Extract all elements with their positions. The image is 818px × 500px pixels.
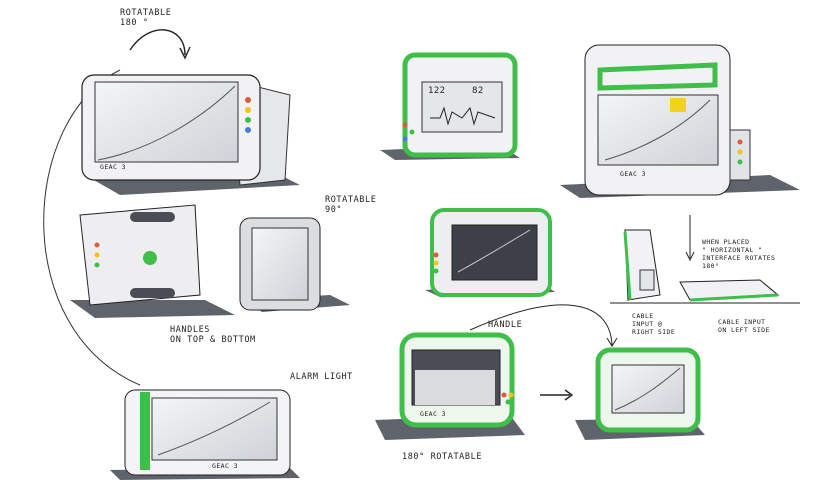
rotation-arrow	[129, 29, 186, 56]
monitor-sketch-3	[239, 217, 350, 312]
note-alarm-light: ALARM LIGHT	[290, 372, 353, 382]
note-rotatable-180-bottom: 180° ROTATABLE	[402, 452, 483, 462]
readout-right-value: 82	[472, 86, 484, 96]
brand-mark-3: GEAC 3	[620, 170, 646, 178]
note-cable-right: CABLE INPUT @ RIGHT SIDE	[632, 312, 676, 336]
monitor-sketch-8	[375, 332, 525, 440]
handle-arrow	[469, 304, 613, 346]
note-cable-left: CABLE INPUT ON LEFT SIDE	[718, 318, 770, 334]
note-rotatable-180: ROTATABLE 180 °	[120, 8, 172, 28]
readout-left-value: 122	[428, 86, 446, 96]
monitor-sketch-9	[575, 347, 705, 440]
monitor-sketch-7	[425, 208, 555, 297]
note-handles: HANDLES ON TOP & BOTTOM	[170, 325, 256, 345]
monitor-sketch-6	[560, 44, 800, 198]
brand-mark-2: GEAC 3	[212, 462, 238, 470]
monitor-sketch-4	[110, 389, 300, 480]
note-rotatable-90: ROTATABLE 90°	[325, 195, 377, 215]
note-when-placed: WHEN PLACED " HORIZONTAL " INTERFACE ROT…	[702, 238, 776, 270]
brand-mark-4: GEAC 3	[420, 410, 446, 418]
monitor-sketch-1	[81, 74, 300, 195]
side-view-sketches	[610, 215, 800, 304]
monitor-sketch-2	[70, 204, 235, 318]
brand-mark-1: GEAC 3	[100, 163, 126, 171]
monitor-sketch-5	[380, 52, 520, 160]
note-handle: HANDLE	[488, 320, 523, 330]
